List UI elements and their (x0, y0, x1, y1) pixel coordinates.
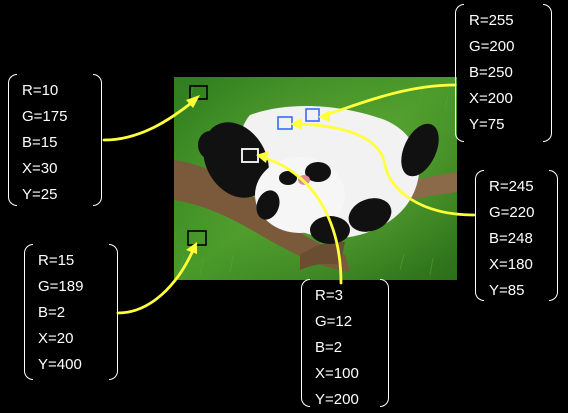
y-coordinate: Y=25 (22, 186, 58, 203)
red-value: R=255 (469, 12, 514, 29)
arrowhead-bottom-middle (256, 151, 269, 163)
green-value: G=12 (315, 313, 353, 330)
right-brace (549, 170, 558, 301)
blue-value: B=2 (38, 304, 66, 321)
y-coordinate: Y=200 (315, 391, 359, 408)
connector-middle-right (293, 122, 476, 217)
blue-value: B=248 (489, 230, 533, 247)
pixel-info-box-middle-right: R=245 G=220 B=248 X=180 Y=85 (475, 170, 558, 301)
x-coordinate: X=180 (489, 256, 533, 273)
pixel-info-box-top-right: R=255 G=200 B=250 X=200 Y=75 (455, 4, 552, 142)
connector-bottom-left (116, 246, 196, 315)
arrowhead-bottom-left (186, 242, 197, 254)
x-coordinate: X=30 (22, 160, 58, 177)
right-brace (380, 279, 389, 407)
x-coordinate: X=20 (38, 330, 74, 347)
connector-top-right (320, 83, 457, 118)
arrowhead-top-left (186, 95, 200, 108)
red-value: R=15 (38, 252, 75, 269)
red-value: R=3 (315, 287, 343, 304)
red-value: R=10 (22, 82, 59, 99)
right-brace (543, 4, 552, 142)
arrowhead-top-right (318, 110, 330, 122)
y-coordinate: Y=85 (489, 282, 525, 299)
panda-photo (174, 77, 457, 280)
x-coordinate: X=200 (469, 90, 513, 107)
green-value: G=175 (22, 108, 68, 125)
pixel-info-box-bottom-middle: R=3 G=12 B=2 X=100 Y=200 (301, 279, 389, 408)
left-brace (475, 170, 484, 301)
y-coordinate: Y=400 (38, 356, 82, 373)
left-brace (455, 4, 464, 142)
blue-value: B=250 (469, 64, 513, 81)
connector-top-left (102, 98, 197, 142)
right-brace (109, 244, 118, 380)
right-brace (93, 74, 102, 206)
sample-square-white-fur-2 (305, 108, 320, 122)
left-brace (301, 279, 310, 407)
pixel-info-box-bottom-left: R=15 G=189 B=2 X=20 Y=400 (24, 244, 118, 380)
green-value: G=189 (38, 278, 84, 295)
x-coordinate: X=100 (315, 365, 359, 382)
connector-bottom-middle (260, 155, 343, 285)
blue-value: B=2 (315, 339, 343, 356)
arrowhead-middle-right (290, 118, 302, 130)
green-value: G=200 (469, 38, 515, 55)
green-value: G=220 (489, 204, 535, 221)
left-brace (8, 74, 17, 206)
pixel-info-box-top-left: R=10 G=175 B=15 X=30 Y=25 (8, 74, 102, 206)
left-brace (24, 244, 33, 380)
y-coordinate: Y=75 (469, 116, 505, 133)
red-value: R=245 (489, 178, 534, 195)
sample-square-grass-top (189, 85, 208, 100)
blue-value: B=15 (22, 134, 58, 151)
